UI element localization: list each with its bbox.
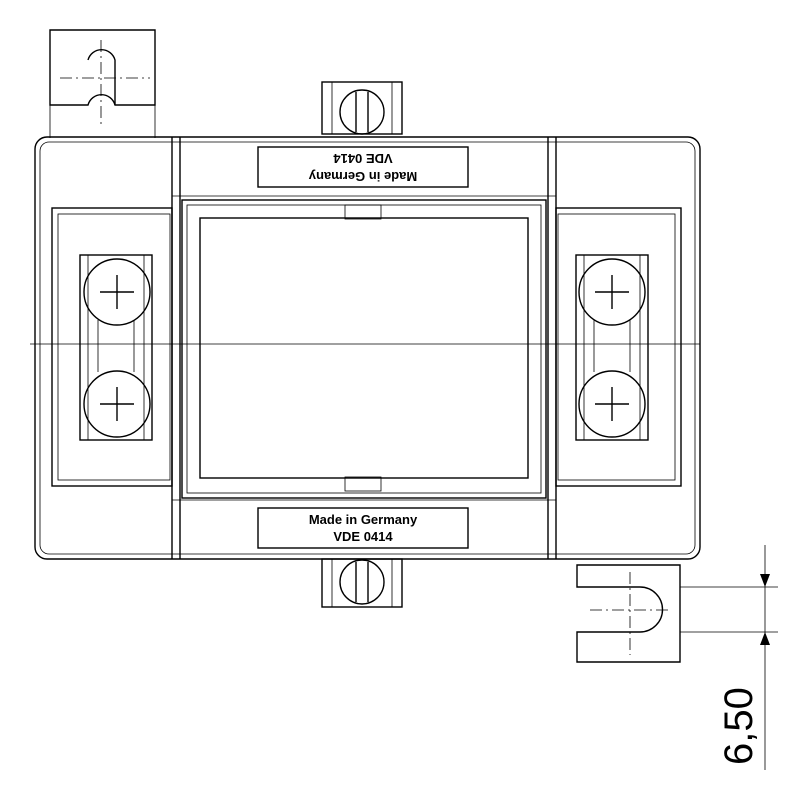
bottom-label-line2: VDE 0414 xyxy=(333,529,393,544)
dimension-value: 6,50 xyxy=(717,687,761,765)
primary-conductor-window xyxy=(30,199,700,499)
top-label-line2: VDE 0414 xyxy=(333,151,393,166)
bottom-label-line1: Made in Germany xyxy=(309,512,418,527)
bottom-right-busbar-terminal xyxy=(576,564,681,663)
right-upper-screw-icon xyxy=(578,258,646,326)
top-label-line1: Made in Germany xyxy=(308,169,417,184)
top-bolt xyxy=(321,81,403,135)
thickness-dimension: 6,50 xyxy=(680,545,778,770)
top-left-busbar-terminal xyxy=(49,29,156,138)
bottom-bolt xyxy=(321,558,403,608)
top-label-plate: Made in Germany VDE 0414 xyxy=(257,146,469,188)
bottom-label-plate: Made in Germany VDE 0414 xyxy=(257,507,469,549)
right-terminal-block xyxy=(555,207,682,487)
right-lower-screw-icon xyxy=(578,370,646,438)
left-lower-screw-icon xyxy=(83,370,151,438)
left-terminal-block xyxy=(51,207,173,487)
left-upper-screw-icon xyxy=(83,258,151,326)
